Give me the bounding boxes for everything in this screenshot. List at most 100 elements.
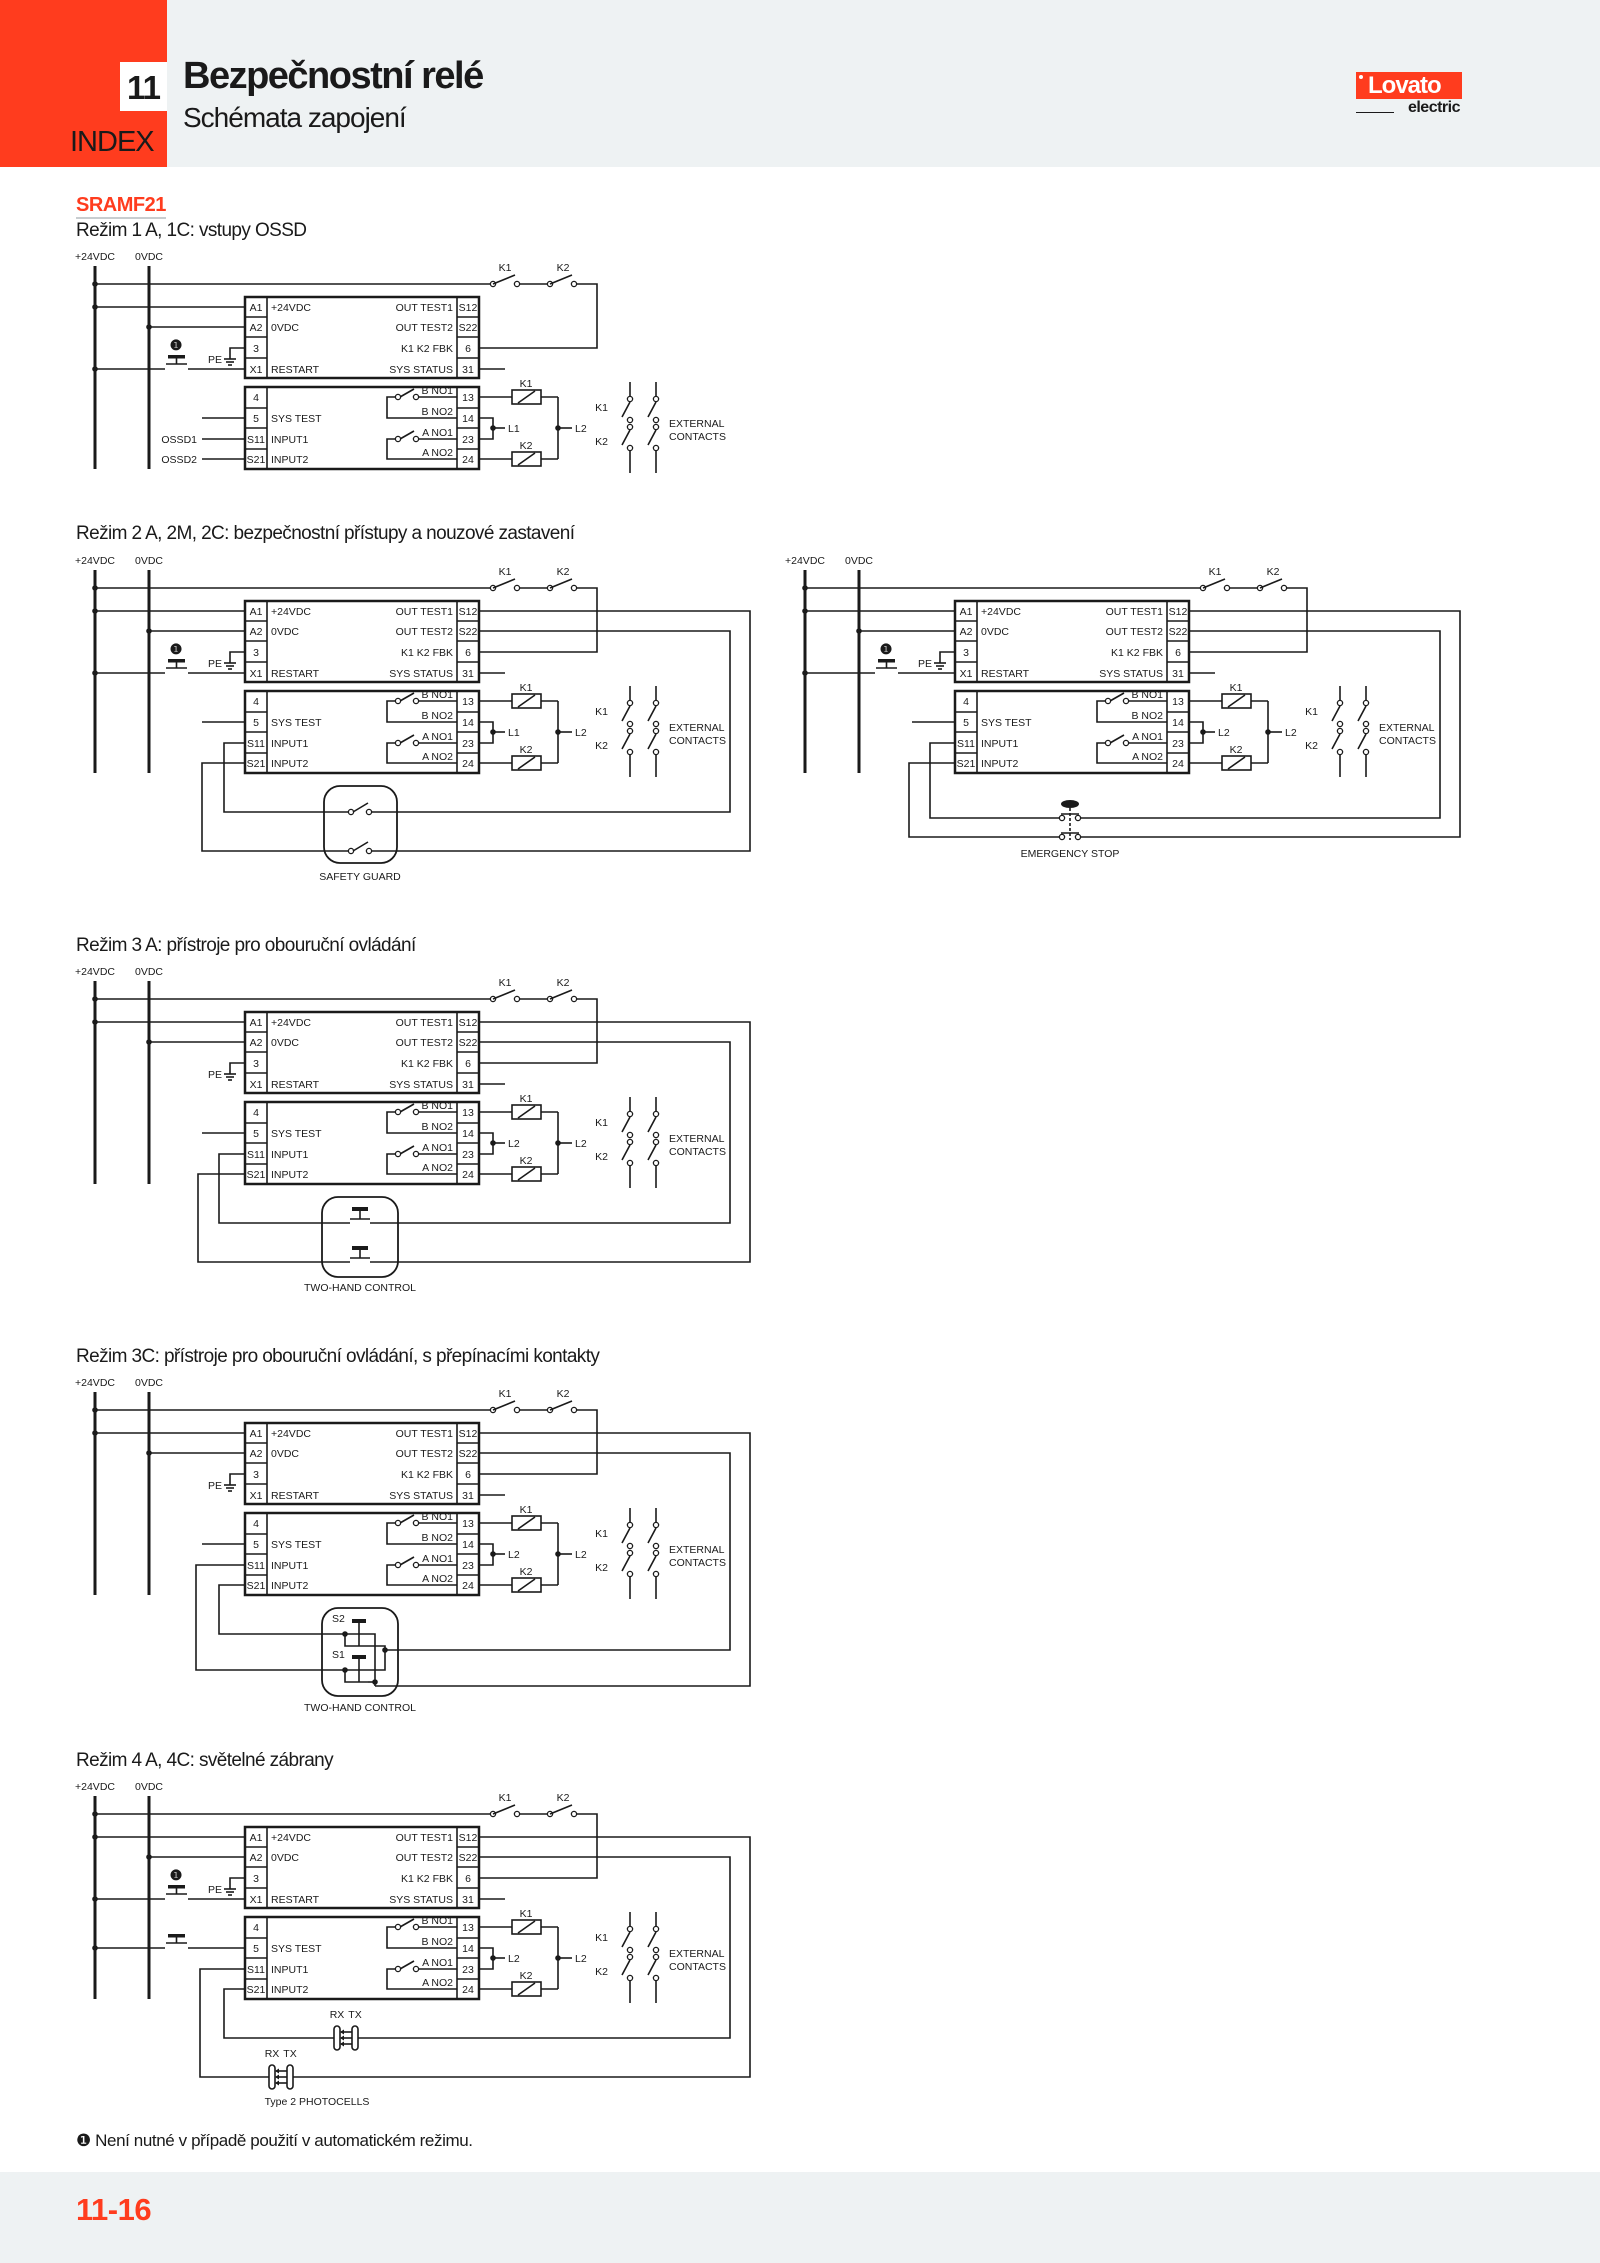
contact-terminal — [652, 423, 660, 431]
coil-junction-label: L2 — [575, 1549, 587, 1561]
terminal-X1: X1 — [250, 668, 263, 680]
junction-label: L1 — [508, 727, 520, 739]
terminal-S22: S22 — [459, 626, 478, 638]
terminal-14: 14 — [462, 1539, 474, 1551]
terminal-31: 31 — [462, 1079, 474, 1091]
coil-junction-label: L2 — [1285, 727, 1297, 739]
arrow-head — [340, 2041, 344, 2047]
terminal-S11: S11 — [247, 1149, 265, 1161]
index-link[interactable]: INDEX — [70, 126, 155, 158]
terminal-6: 6 — [465, 343, 471, 355]
wire — [370, 1041, 731, 1224]
coil-label: K2 — [520, 1970, 533, 1982]
terminal-23: 23 — [462, 434, 474, 446]
k1-series-contact — [492, 1804, 516, 1815]
terminal-3: 3 — [253, 1469, 259, 1481]
k1-label: K1 — [499, 1388, 512, 1400]
terminal-S22: S22 — [459, 1852, 478, 1864]
contact-terminal — [652, 1953, 660, 1961]
footnote-mark: ❶ — [76, 2131, 91, 2150]
terminal-label: SYS STATUS — [389, 1490, 453, 1502]
device-label: TWO-HAND CONTROL — [304, 1282, 416, 1294]
coil-label: K2 — [520, 440, 533, 452]
terminal-label: SYS TEST — [271, 1943, 322, 1955]
contact-terminal — [1058, 814, 1066, 822]
contact-terminal — [1336, 699, 1344, 707]
section-title-mode3c: Režim 3C: přístroje pro obouruční ovládá… — [76, 1346, 600, 1367]
coil-diagonal — [517, 694, 536, 708]
guard-contact — [352, 802, 369, 813]
terminal-3: 3 — [253, 1873, 259, 1885]
contact-terminal — [365, 808, 373, 816]
external-contact — [647, 1959, 657, 1976]
device-label: SAFETY GUARD — [319, 871, 401, 883]
output-contact — [399, 1960, 415, 1970]
coil-diagonal — [517, 1105, 536, 1119]
external-contact — [621, 705, 631, 722]
terminal-label: INPUT2 — [271, 454, 309, 466]
output-label: B NO1 — [421, 1915, 453, 1927]
k2-label: K2 — [557, 977, 570, 989]
terminal-S12: S12 — [459, 1017, 478, 1029]
pe-wire — [229, 347, 245, 359]
contact-terminal — [570, 1406, 578, 1414]
contact-terminal — [652, 416, 660, 424]
ext-k2-label: K2 — [1305, 740, 1318, 752]
terminal-label: 0VDC — [271, 1852, 299, 1864]
terminal-label: +24VDC — [981, 606, 1021, 618]
feedback-wire — [479, 1409, 598, 1475]
terminal-S22: S22 — [459, 322, 478, 334]
section-title-mode1: Režim 1 A, 1C: vstupy OSSD — [76, 220, 307, 241]
rail-label-0vdc: 0VDC — [135, 1781, 163, 1793]
feedback-wire — [479, 1813, 598, 1879]
output-label: B NO2 — [421, 1936, 453, 1948]
wire — [386, 1968, 457, 1990]
external-contact — [647, 401, 657, 418]
terminal-5: 5 — [253, 1943, 259, 1955]
output-contact — [399, 692, 415, 702]
logo-sub: electric — [1356, 99, 1462, 117]
contact-terminal — [652, 1138, 660, 1146]
terminal-S11: S11 — [247, 738, 265, 750]
coil-label: K2 — [1230, 744, 1243, 756]
wire — [386, 1153, 457, 1175]
emergency-stop-icon — [1061, 800, 1079, 808]
terminal-label: SYS STATUS — [389, 1079, 453, 1091]
terminal-S11: S11 — [247, 434, 265, 446]
output-contact — [399, 1145, 415, 1155]
output-label: B NO2 — [421, 406, 453, 418]
output-contact — [399, 1514, 415, 1524]
ext-k1-label: K1 — [595, 1528, 608, 1540]
coil-junction-label: L2 — [575, 1953, 587, 1965]
lovato-logo: Lovato electric — [1356, 72, 1462, 117]
ext-k2-label: K2 — [595, 436, 608, 448]
terminal-14: 14 — [462, 1943, 474, 1955]
output-label: A NO2 — [422, 1573, 453, 1585]
output-label: B NO1 — [421, 385, 453, 397]
terminal-label: SYS TEST — [271, 717, 322, 729]
terminal-label: OUT TEST1 — [1106, 606, 1164, 618]
junction-label: L2 — [1218, 727, 1230, 739]
arrow-head — [340, 2029, 344, 2035]
output-label: A NO1 — [422, 1957, 453, 1969]
pe-wire — [229, 651, 245, 663]
k2-label: K2 — [557, 1388, 570, 1400]
terminal-label: +24VDC — [271, 1428, 311, 1440]
terminal-14: 14 — [1172, 717, 1184, 729]
coil-diagonal — [517, 452, 536, 466]
contact-terminal — [626, 1138, 634, 1146]
coil-label: K2 — [520, 744, 533, 756]
page-header: 11 INDEX Bezpečnostní relé Schémata zapo… — [0, 0, 1600, 167]
rail-label-0vdc: 0VDC — [135, 251, 163, 263]
arrow-head — [275, 2068, 279, 2074]
note-marker: ❶ — [170, 641, 183, 657]
contact-terminal — [347, 808, 355, 816]
contact-terminal — [652, 1159, 660, 1167]
output-label: B NO2 — [421, 710, 453, 722]
junction-dot — [146, 1039, 152, 1045]
feedback-wire — [479, 998, 598, 1064]
terminal-label: K1 K2 FBK — [401, 1058, 453, 1070]
contact-terminal — [652, 1131, 660, 1139]
guard-contact — [352, 841, 369, 852]
